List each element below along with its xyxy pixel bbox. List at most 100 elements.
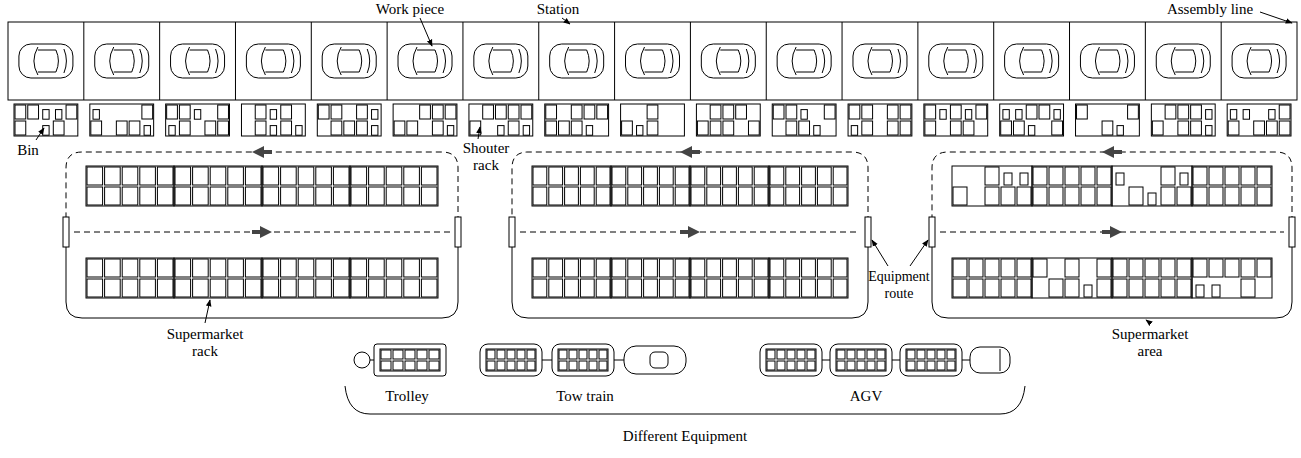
bin	[1241, 187, 1255, 205]
bin	[1016, 110, 1022, 120]
part-label: Supermarket rack	[155, 326, 255, 360]
bin	[1081, 167, 1095, 185]
bin	[900, 105, 911, 119]
car-roof	[38, 50, 59, 72]
bin	[754, 279, 768, 297]
bin	[517, 361, 525, 370]
cart	[760, 344, 822, 376]
bin	[907, 350, 915, 359]
bin	[937, 350, 945, 359]
car-windshield	[337, 47, 341, 75]
station-divider	[387, 22, 388, 100]
bin	[851, 126, 857, 136]
car-windshield	[186, 47, 190, 75]
tractor-seat	[650, 352, 668, 368]
bin	[1148, 193, 1156, 205]
bin	[748, 121, 759, 135]
car-windshield	[1020, 47, 1024, 75]
bin	[802, 279, 816, 297]
bin	[193, 187, 209, 205]
bin	[175, 279, 191, 297]
bin	[1225, 187, 1239, 205]
bin	[333, 279, 349, 297]
bin	[316, 279, 332, 297]
bin	[1191, 121, 1202, 135]
bin	[787, 350, 795, 359]
bin	[710, 121, 721, 135]
rack-frame	[1227, 104, 1291, 136]
bin	[833, 259, 847, 277]
bin	[559, 350, 567, 359]
bin	[523, 126, 529, 136]
bin	[738, 167, 752, 185]
bin	[985, 167, 999, 185]
bin	[953, 187, 967, 205]
rack-frame	[532, 258, 611, 298]
bin	[628, 259, 642, 277]
rack-frame	[1000, 104, 1064, 136]
bin	[723, 259, 737, 277]
leader-line	[205, 300, 210, 323]
agv-head	[970, 347, 1010, 373]
bin	[877, 350, 885, 359]
bin	[404, 259, 420, 277]
bin	[847, 350, 855, 359]
route-arrow	[1102, 146, 1122, 158]
bin	[937, 361, 945, 370]
bin	[140, 187, 156, 205]
bin	[1113, 279, 1127, 297]
bin	[675, 279, 689, 297]
car-windshield	[641, 47, 645, 75]
bin	[565, 259, 579, 277]
rack-frame	[772, 104, 836, 136]
station-divider	[917, 22, 918, 100]
bin	[675, 167, 689, 185]
car-body	[777, 44, 831, 78]
bin	[707, 259, 721, 277]
bin	[786, 121, 797, 135]
car-rear	[443, 49, 446, 73]
bin	[833, 167, 847, 185]
bin	[1017, 279, 1031, 297]
bin	[571, 105, 582, 119]
bin	[429, 361, 439, 370]
bin	[770, 167, 784, 185]
rack-frame	[611, 258, 690, 298]
bin	[140, 259, 156, 277]
trolley-bar	[370, 360, 374, 361]
bin	[483, 105, 494, 119]
rack-frame	[380, 349, 440, 371]
bin	[157, 187, 173, 205]
bin	[857, 350, 865, 359]
bin	[1097, 187, 1111, 205]
bin	[697, 121, 708, 135]
bin	[1243, 110, 1249, 120]
rack-frame	[906, 349, 956, 371]
car-windshield	[110, 47, 114, 75]
bin	[175, 167, 191, 185]
coupling	[822, 360, 830, 361]
bin	[807, 350, 815, 359]
supermarket-area	[929, 146, 1295, 318]
car-body	[1232, 44, 1286, 78]
bin	[296, 126, 302, 136]
bin	[1161, 259, 1175, 277]
cart	[552, 344, 614, 376]
bin	[140, 279, 156, 297]
bin	[281, 187, 297, 205]
bin	[228, 259, 244, 277]
bin	[612, 259, 626, 277]
rack-frame	[262, 258, 350, 298]
bin	[659, 279, 673, 297]
bin	[445, 105, 456, 119]
bin	[579, 350, 587, 359]
bin	[179, 105, 190, 119]
bin	[298, 279, 314, 297]
bin	[281, 279, 297, 297]
bin	[589, 361, 597, 370]
bin	[867, 350, 875, 359]
bin	[985, 279, 999, 297]
bin	[381, 350, 391, 359]
bin	[1209, 187, 1223, 205]
